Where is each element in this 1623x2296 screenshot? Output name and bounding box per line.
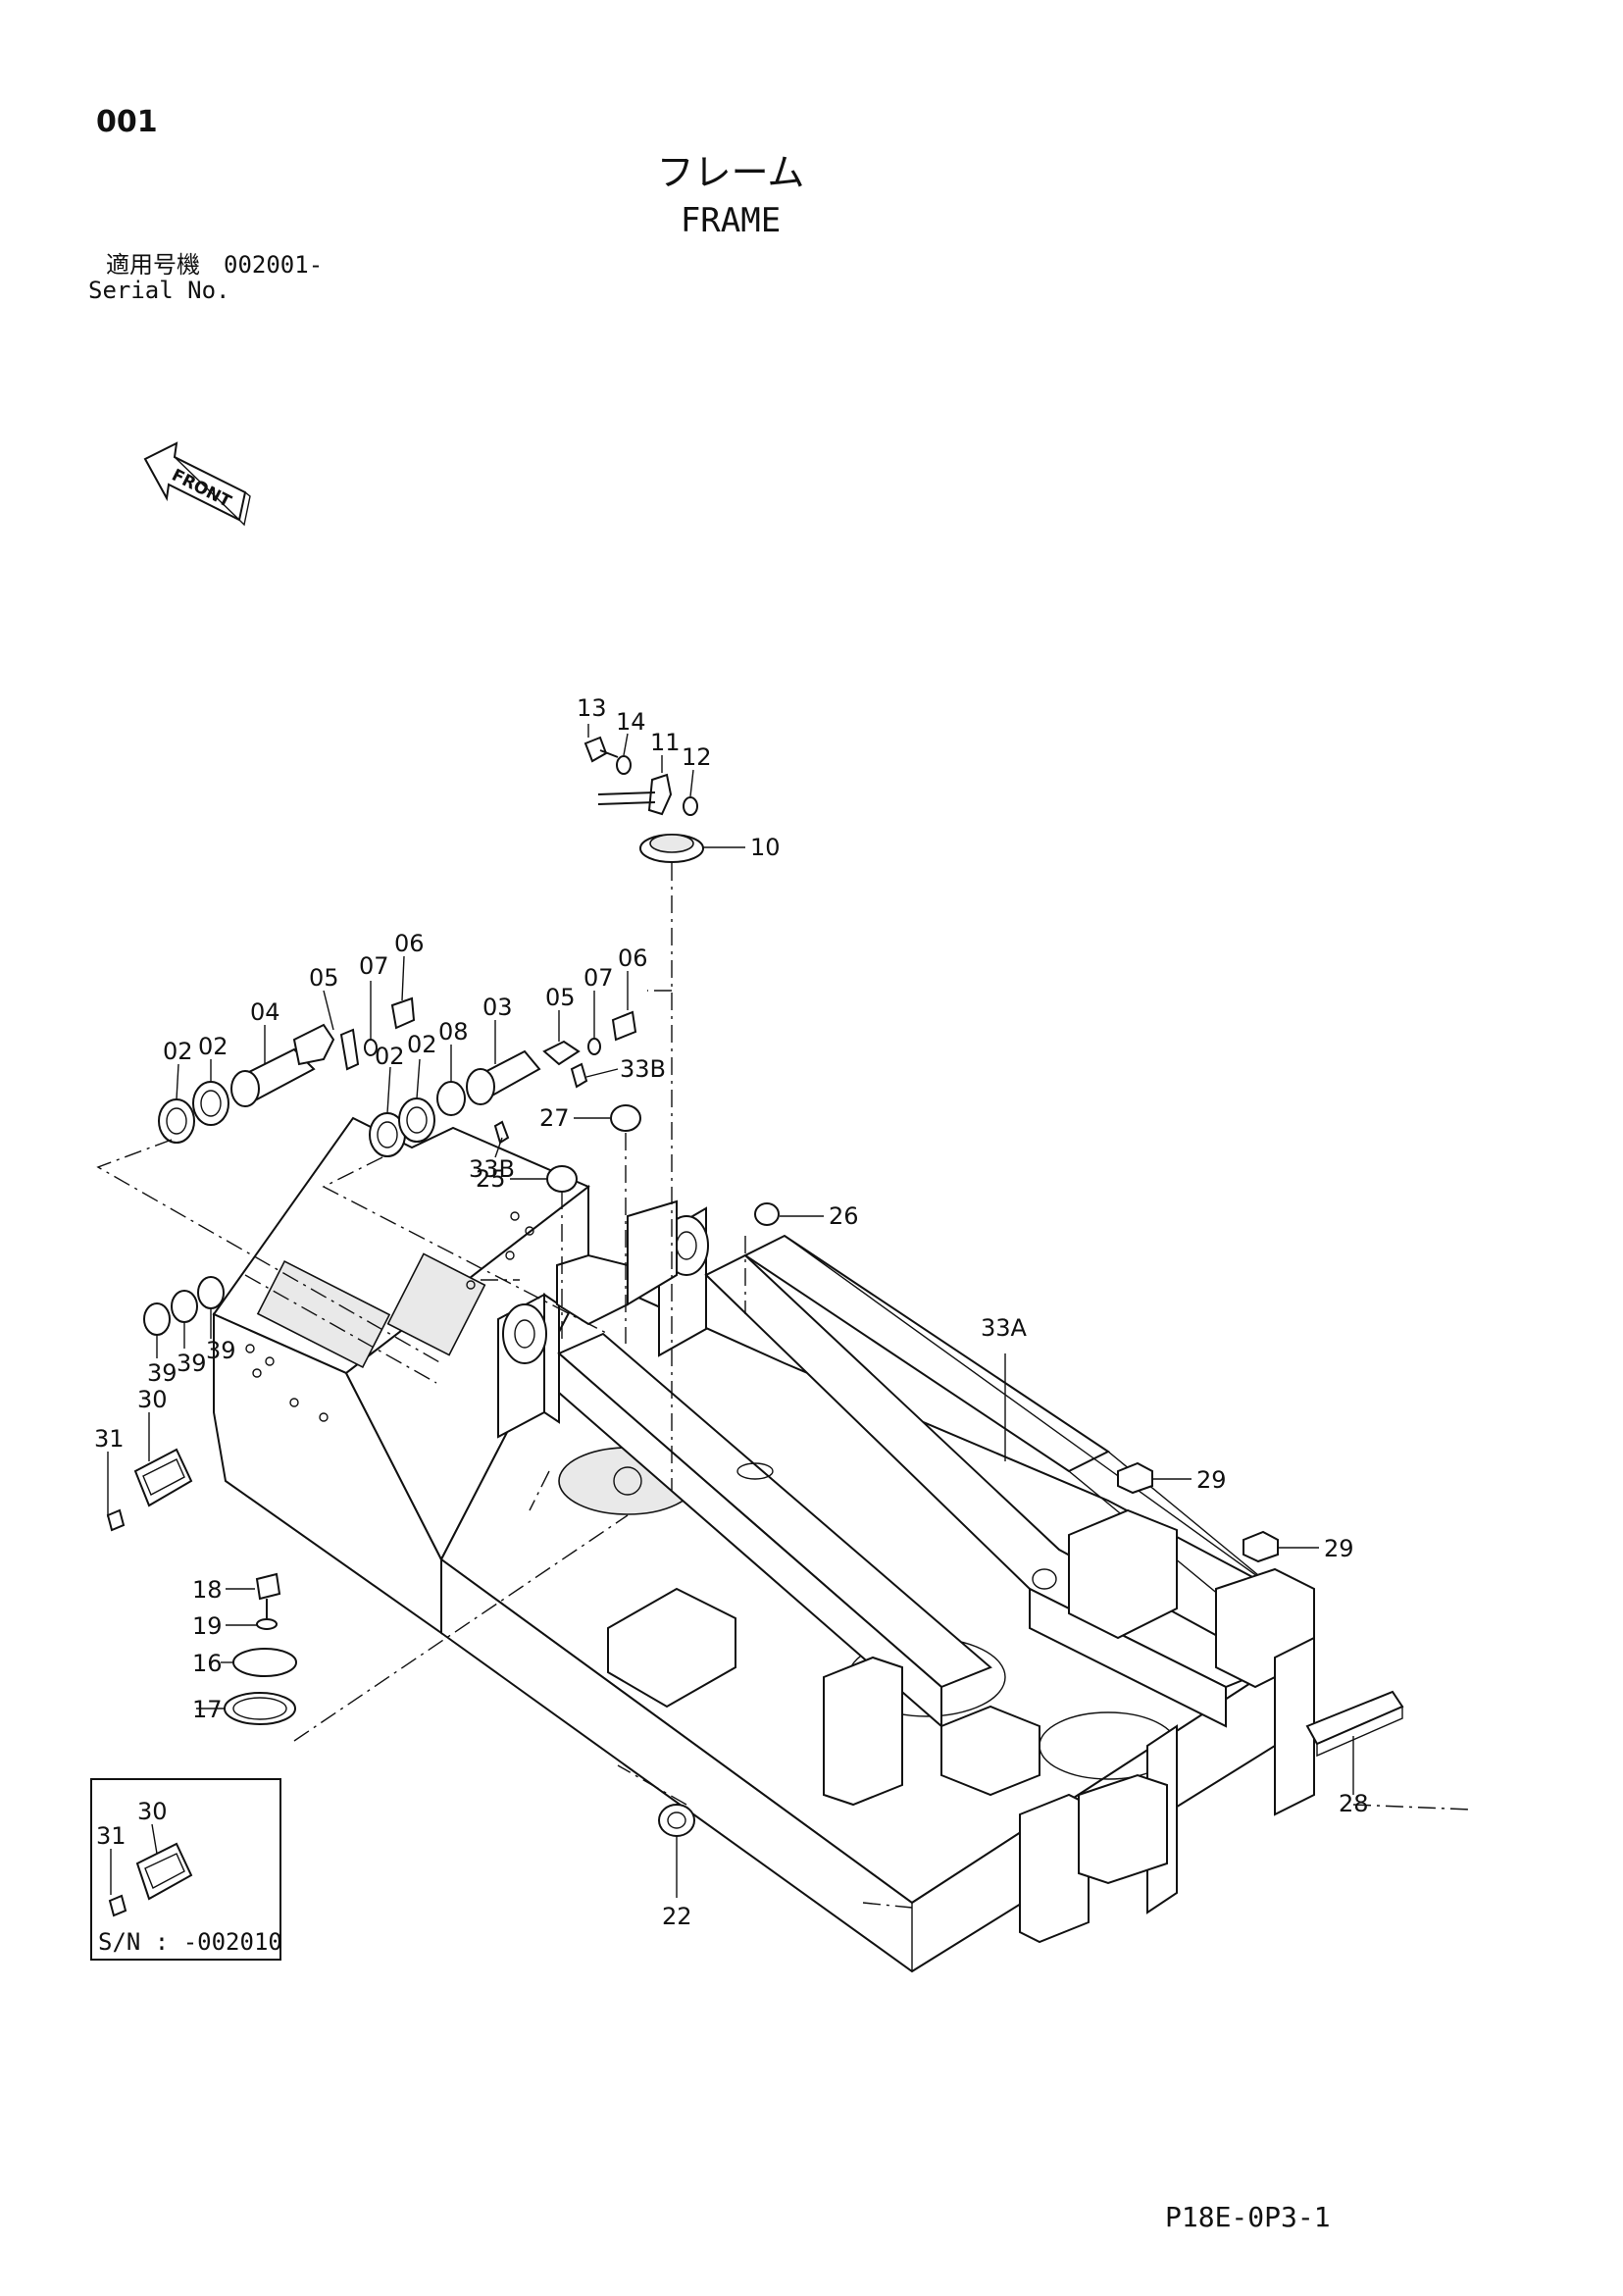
callout-39-b: 39 <box>177 1350 207 1377</box>
callout-25: 25 <box>476 1165 506 1193</box>
callout-39-c: 39 <box>206 1337 236 1364</box>
leader-lines <box>96 724 1472 1909</box>
inset-callout-30: 30 <box>137 1798 168 1825</box>
callout-30: 30 <box>137 1386 168 1413</box>
callout-04: 04 <box>250 998 280 1026</box>
callout-05-left: 05 <box>309 964 339 992</box>
callout-02-a: 02 <box>198 1033 228 1060</box>
callout-06-right: 06 <box>618 944 648 972</box>
callout-29-a: 29 <box>1196 1466 1227 1494</box>
top-mounting-parts <box>583 736 704 863</box>
callout-02-d: 02 <box>407 1031 437 1058</box>
callout-07-left: 07 <box>359 952 389 980</box>
callout-31: 31 <box>94 1425 125 1453</box>
callout-labels: 13 14 11 12 10 06 07 05 04 02 02 02 02 0… <box>94 694 1369 1930</box>
bottom-cover-parts <box>224 1572 297 1725</box>
callout-18: 18 <box>192 1576 223 1604</box>
inset-serial-range: S/N : -002010 <box>98 1928 282 1956</box>
callout-08: 08 <box>438 1018 469 1046</box>
callout-12: 12 <box>682 743 712 771</box>
callout-26: 26 <box>829 1202 859 1230</box>
callout-33b-left: 33B <box>469 1155 515 1183</box>
callout-33b-right: 33B <box>620 1055 666 1083</box>
right-pin-set <box>369 1010 637 1157</box>
callout-22: 22 <box>662 1903 692 1930</box>
serial-label-japanese: 適用号機 002001- <box>106 251 324 279</box>
cover-plate-parts <box>106 1448 193 1532</box>
callout-17: 17 <box>192 1696 223 1723</box>
callout-27: 27 <box>539 1104 570 1132</box>
inset-detail-box: 30 31 S/N : -002010 <box>90 1778 282 1961</box>
callout-29-b: 29 <box>1324 1535 1354 1562</box>
front-arrow-icon: FRONT <box>143 441 251 527</box>
callout-33a: 33A <box>981 1314 1028 1342</box>
callout-39-a: 39 <box>147 1359 178 1387</box>
serial-label-english: Serial No. <box>88 277 230 304</box>
callout-13: 13 <box>577 694 607 722</box>
callout-16: 16 <box>192 1650 223 1677</box>
callout-10: 10 <box>750 834 781 861</box>
callout-06-left: 06 <box>394 930 425 957</box>
page-number: 001 <box>96 105 158 139</box>
callout-05-right: 05 <box>545 984 576 1011</box>
callout-02-c: 02 <box>375 1043 405 1070</box>
left-pin-set <box>158 996 416 1144</box>
callout-11: 11 <box>650 729 681 756</box>
page-title-english: FRAME <box>680 201 782 240</box>
callout-14: 14 <box>616 708 646 736</box>
page-title-japanese: フレーム <box>656 151 805 194</box>
drawing-code: P18E-0P3-1 <box>1165 2201 1331 2233</box>
rubber-parts <box>1117 1461 1404 1758</box>
callout-03: 03 <box>482 994 513 1021</box>
callout-02-b: 02 <box>163 1038 193 1065</box>
shim-parts <box>143 1276 225 1336</box>
plug-parts <box>546 1104 780 1837</box>
callout-07-right: 07 <box>583 964 614 992</box>
callout-19: 19 <box>192 1612 223 1640</box>
inset-callout-31: 31 <box>96 1822 127 1850</box>
upper-frame-body <box>212 1116 1315 1973</box>
callout-28: 28 <box>1339 1790 1369 1817</box>
